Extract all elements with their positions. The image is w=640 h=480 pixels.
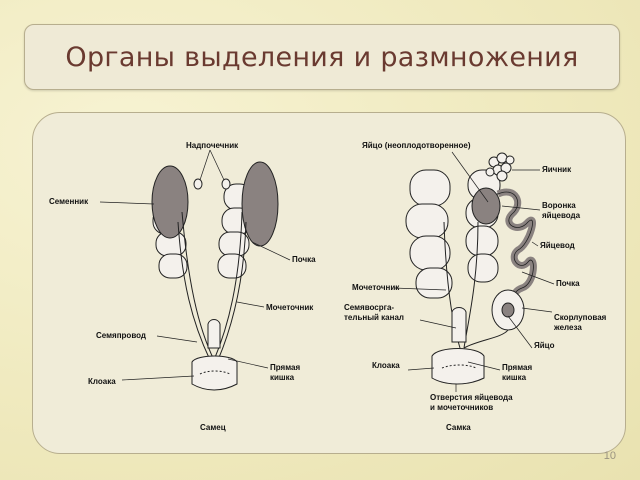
label-shell-gland-1: Скорлуповая bbox=[554, 313, 607, 322]
label-female-caption: Самка bbox=[446, 423, 471, 432]
female-funnel bbox=[471, 187, 501, 225]
label-opening-1: Отверстия яйцевода bbox=[430, 393, 513, 402]
label-male-rectum-2: кишка bbox=[270, 373, 295, 382]
male-testis-left bbox=[151, 165, 189, 239]
female-ovary bbox=[485, 152, 515, 182]
female-rectum bbox=[451, 307, 467, 343]
label-male-kidney: Почка bbox=[292, 255, 316, 264]
label-male-ureter: Мочеточник bbox=[266, 303, 314, 312]
label-vas-deferens: Семяпровод bbox=[96, 331, 146, 340]
label-male-caption: Самец bbox=[200, 423, 226, 432]
slide-title: Органы выделения и размножения bbox=[65, 41, 579, 73]
label-female-cloaca: Клоака bbox=[372, 361, 400, 370]
label-adrenal: Надпочечник bbox=[186, 141, 239, 150]
label-female-kidney: Почка bbox=[556, 279, 580, 288]
label-male-rectum-1: Прямая bbox=[270, 363, 300, 372]
male-ducts bbox=[177, 211, 247, 361]
label-seminal-1: Семявосрга- bbox=[344, 303, 394, 312]
female-cloaca bbox=[431, 348, 485, 385]
label-opening-2: и мочеточников bbox=[430, 403, 493, 412]
label-oviduct: Яйцевод bbox=[540, 241, 575, 250]
label-egg: Яйцо bbox=[534, 341, 555, 350]
label-female-rectum-1: Прямая bbox=[502, 363, 532, 372]
label-funnel-2: яйцевода bbox=[542, 211, 581, 220]
title-box: Органы выделения и размножения bbox=[24, 24, 620, 90]
slide-number: 10 bbox=[603, 450, 616, 462]
label-ovary: Яичник bbox=[542, 165, 572, 174]
label-shell-gland-2: железа bbox=[553, 323, 582, 332]
male-cloaca bbox=[191, 355, 238, 391]
male-diagram bbox=[151, 161, 279, 391]
female-kidney-right bbox=[465, 169, 501, 283]
male-rectum bbox=[207, 319, 221, 349]
label-funnel-1: Воронка bbox=[542, 201, 576, 210]
label-male-cloaca: Клоака bbox=[88, 377, 116, 386]
label-female-ureter: Мочеточник bbox=[352, 283, 400, 292]
female-diagram bbox=[405, 152, 537, 385]
label-female-rectum-2: кишка bbox=[502, 373, 527, 382]
male-adrenal-right bbox=[221, 178, 231, 190]
excretory-reproductive-diagram: Надпочечник Семенник Почка Мочеточник Се… bbox=[49, 141, 607, 432]
male-adrenal-left bbox=[193, 178, 203, 190]
label-testis: Семенник bbox=[49, 197, 89, 206]
female-egg bbox=[501, 302, 515, 318]
female-kidney-left bbox=[405, 169, 453, 299]
male-testis-right bbox=[241, 161, 279, 247]
label-seminal-2: тельный канал bbox=[344, 313, 404, 322]
label-egg-unfertilized: Яйцо (неоплодотворенное) bbox=[362, 141, 471, 150]
